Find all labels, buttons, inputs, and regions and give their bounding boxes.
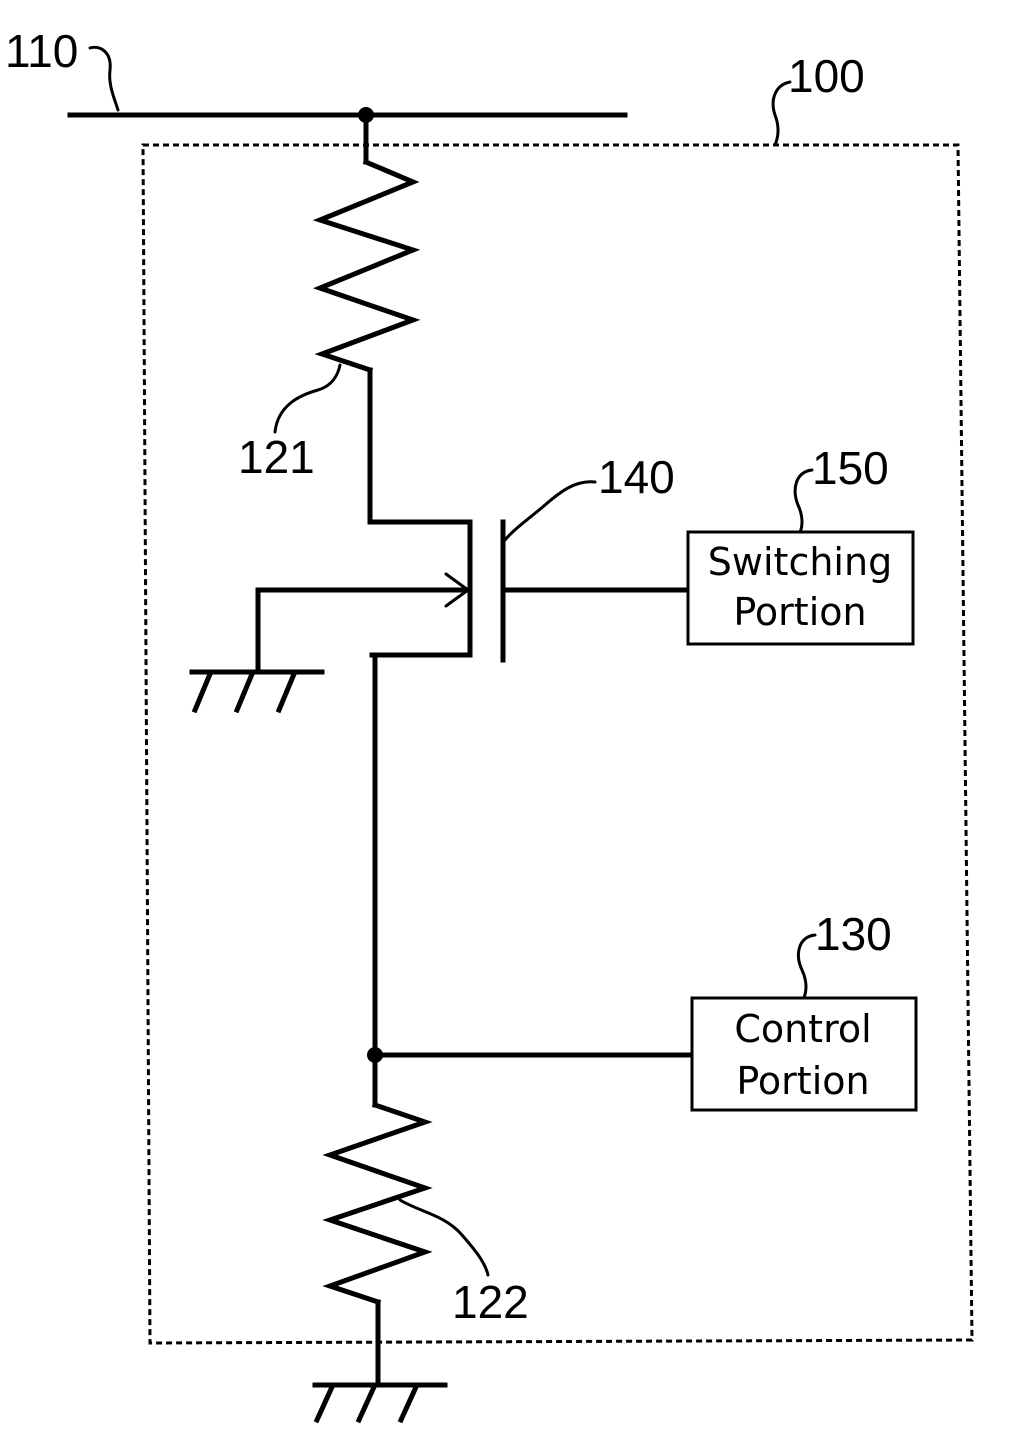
ground-bottom-hatch-2 — [359, 1387, 374, 1420]
ref-122-label: 122 — [452, 1276, 529, 1328]
ref-150-label: 150 — [812, 442, 889, 494]
ref-110-label: 110 — [5, 25, 78, 77]
ref-100-label: 100 — [788, 50, 865, 102]
ground-substrate-hatch-3 — [279, 674, 294, 710]
leader-122 — [400, 1200, 488, 1275]
ground-substrate-hatch-1 — [195, 674, 210, 710]
ground-bottom-hatch-3 — [401, 1387, 416, 1420]
control-portion-label-line1: Control — [734, 1007, 871, 1051]
switching-portion-label-line1: Switching — [708, 540, 892, 584]
ground-substrate-hatch-2 — [237, 674, 252, 710]
resistor-122 — [330, 1105, 425, 1302]
substrate-lead — [258, 590, 470, 672]
wire-r121-to-drain — [370, 370, 470, 655]
ref-140-label: 140 — [598, 451, 675, 503]
leader-140 — [505, 482, 595, 540]
resistor-121 — [320, 162, 413, 370]
leader-121 — [275, 365, 340, 432]
ref-130-label: 130 — [815, 908, 892, 960]
leader-130 — [798, 935, 815, 998]
ground-bottom-hatch-1 — [317, 1387, 332, 1420]
switching-portion-label-line2: Portion — [733, 590, 866, 634]
ref-121-label: 121 — [238, 431, 315, 483]
leader-150 — [795, 470, 812, 532]
device-boundary — [143, 145, 972, 1343]
leader-110 — [90, 47, 118, 110]
control-portion-label-line2: Portion — [736, 1059, 869, 1103]
